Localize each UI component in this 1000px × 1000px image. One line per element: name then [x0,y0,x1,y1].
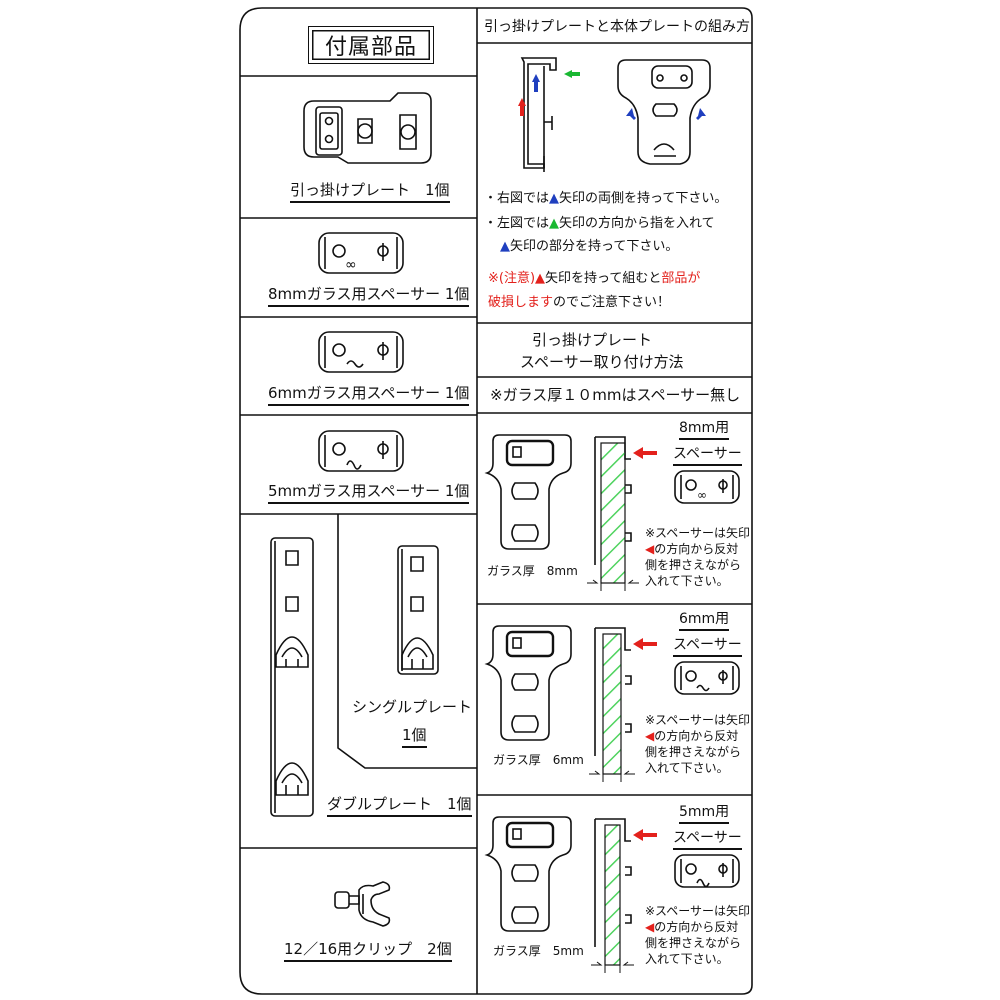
note-line-3: ▲矢印の部分を持って下さい。 [500,240,678,253]
panel-8mm-spacer-word: スペーサー [673,447,742,466]
panel-5mm-note: ※スペーサーは矢印 ◀の方向から反対 側を押さえながら 入れて下さい。 [645,903,750,967]
warning-damage: 破損します [488,295,554,310]
spacer-panel-5mm: 5mm用 スペーサー ガラス厚 5mm ※スペーサーは矢印 ◀の方向から反対 側… [477,795,752,994]
warning-line-1: ※(注意)▲矢印を持って組むと部品が [488,272,700,285]
note-line: 側を押さえながら [645,558,742,572]
note-2-suffix: 矢印の方向から指を入れて [559,216,715,231]
note-1-suffix: 矢印の両側を持って下さい。 [559,191,728,206]
single-plate-icon [397,545,439,675]
red-arrow-icon: ◀ [645,920,655,934]
spacer-panel-8mm: ∞ 8mm用 スペーサー ガラス厚 8mm ※スペーサーは矢印 ◀の方向から反対… [477,413,752,604]
spacer-6mm-label: 6mmガラス用スペーサー 1個 [268,386,470,406]
note-3-suffix: 矢印の部分を持って下さい。 [510,239,679,254]
double-plate-icon [270,537,314,817]
svg-text:∞: ∞ [697,488,707,502]
warning-text-1: 矢印を持って組むと [545,271,662,286]
hook-plate-icon [303,92,432,164]
clip-label: 12／16用クリップ 2個 [284,942,452,962]
double-plate-label: ダブルプレート 1個 [327,797,472,817]
red-arrow-icon: ◀ [645,729,655,743]
warning-line-2: 破損しますのでご注意下さい！ [488,296,670,309]
hook-plate-label: 引っ掛けプレート 1個 [290,183,450,203]
warning-label: ※(注意) [488,271,536,286]
svg-text:∞: ∞ [345,257,357,273]
note-line: 入れて下さい。 [645,761,729,775]
red-arrow-icon: ◀ [645,542,655,556]
blue-arrow-icon: ▲ [500,239,510,254]
spacer-5mm-label: 5mmガラス用スペーサー 1個 [268,484,470,504]
warning-parts: 部品が [661,271,701,286]
note-line: ※スペーサーは矢印 [645,713,750,727]
no-spacer-note: ※ガラス厚１０mmはスペーサー無し [490,386,741,404]
panel-5mm-glass: ガラス厚 5mm [493,944,584,958]
panel-5mm-spacer-word: スペーサー [673,831,742,850]
panel-8mm-diagram: ∞ [484,434,740,591]
spacer-6mm-icon [318,331,404,373]
red-arrow-icon: ▲ [535,271,546,286]
note-line-arrow: ◀の方向から反対 [645,919,750,935]
panel-6mm-diagram [484,625,740,782]
spacer-panel-6mm: 6mm用 スペーサー ガラス厚 6mm ※スペーサーは矢印 ◀の方向から反対 側… [477,604,752,795]
panel-8mm-glass: ガラス厚 8mm [487,564,578,578]
assembly-diagram [518,57,711,172]
panel-5mm-diagram [484,816,740,973]
note-line: 側を押さえながら [645,936,742,950]
panel-6mm-glass: ガラス厚 6mm [493,753,584,767]
accessories-header: 付属部品 [308,26,434,64]
assembly-title: 引っ掛けプレートと本体プレートの組み方 [484,19,750,35]
note-line: 側を押さえながら [645,745,742,759]
spacer-method-title-1: 引っ掛けプレート [532,331,653,349]
note-line-arrow: ◀の方向から反対 [645,728,750,744]
panel-6mm-spacer-word: スペーサー [673,638,742,657]
single-plate-count: 1個 [402,728,427,748]
note-line-arrow: ◀の方向から反対 [645,541,750,557]
note-line-2: ・左図では▲矢印の方向から指を入れて [484,217,715,230]
panel-8mm-size: 8mm用 [679,421,730,440]
green-arrow-icon: ▲ [549,216,560,231]
note-line: ※スペーサーは矢印 [645,904,750,918]
accessories-header-text: 付属部品 [324,35,417,60]
blue-arrow-icon: ▲ [549,191,560,206]
note-line: の方向から反対 [654,920,739,934]
note-line-1: ・右図では▲矢印の両側を持って下さい。 [484,192,727,205]
note-1-prefix: ・右図では [484,191,550,206]
note-line: の方向から反対 [654,542,739,556]
note-line: の方向から反対 [654,729,739,743]
panel-8mm-note: ※スペーサーは矢印 ◀の方向から反対 側を押さえながら 入れて下さい。 [645,525,750,589]
note-line: ※スペーサーは矢印 [645,526,750,540]
panel-5mm-size: 5mm用 [679,805,730,824]
note-line: 入れて下さい。 [645,952,729,966]
panel-6mm-size: 6mm用 [679,612,730,631]
spacer-8mm-label: 8mmガラス用スペーサー 1個 [268,287,470,307]
note-line: 入れて下さい。 [645,574,729,588]
warning-text-2: のでご注意下さい！ [553,295,671,310]
spacer-method-title-2: スペーサー取り付け方法 [520,353,684,371]
panel-6mm-note: ※スペーサーは矢印 ◀の方向から反対 側を押さえながら 入れて下さい。 [645,712,750,776]
single-plate-label: シングルプレート [352,698,473,716]
note-2-prefix: ・左図では [484,216,550,231]
clip-icon [334,881,391,927]
spacer-8mm-icon: ∞ [318,232,404,274]
spacer-5mm-icon [318,430,404,472]
